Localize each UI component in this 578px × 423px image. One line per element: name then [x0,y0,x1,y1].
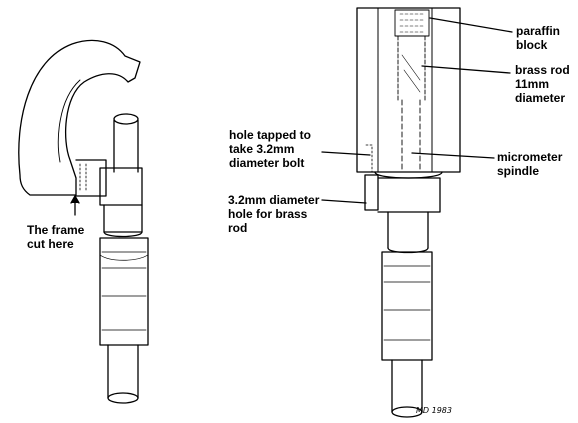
right-micrometer [321,7,513,418]
label-brass-rod: brass rod 11mm diameter [515,63,570,105]
housing [356,7,461,173]
c-frame [18,39,141,196]
leader-hole-tapped [321,151,371,156]
label-hole-tapped: hole tapped to take 3.2mm diameter bolt [229,128,311,170]
label-paraffin-line2: block [516,38,548,52]
label-frame-cut-line1: The frame [27,223,85,237]
left-micrometer [18,39,149,404]
artist-signature: MD 1983 [416,406,452,415]
label-paraffin-block: paraffin block [516,24,560,52]
leader-brass-rod [421,65,511,74]
label-brass-rod-line3: diameter [515,91,566,105]
label-micrometer-spindle: micrometer spindle [497,150,562,178]
label-brass-rod-line2: 11mm [515,77,550,91]
label-hole-tapped-line2: take 3.2mm [229,142,295,156]
label-brass-rod-line1: brass rod [515,63,570,77]
label-paraffin-line1: paraffin [516,24,561,38]
leader-paraffin [429,17,513,33]
left-thimble [99,237,149,346]
brass-rod [397,35,426,101]
label-frame-cut: The frame cut here [27,223,84,251]
frame-cut-region [75,159,107,197]
label-spindle-line2: spindle [497,164,540,178]
leader-hole-brass [321,199,367,204]
paraffin-block [394,9,430,37]
leader-spindle [411,152,495,159]
label-hole-brass-line1: 3.2mm diameter [228,193,320,207]
label-hole-tapped-line1: hole tapped to [229,128,311,142]
label-hole-brass-line3: rod [228,221,248,235]
label-hole-brass-rod: 3.2mm diameter hole for brass rod [228,193,319,235]
right-thimble [381,251,433,361]
label-spindle-line1: micrometer [497,150,563,164]
right-spindle [401,99,421,173]
label-hole-tapped-line3: diameter bolt [229,156,305,170]
label-frame-cut-line2: cut here [27,237,74,251]
label-hole-brass-line2: hole for brass [228,207,308,221]
left-spindle [113,119,139,173]
